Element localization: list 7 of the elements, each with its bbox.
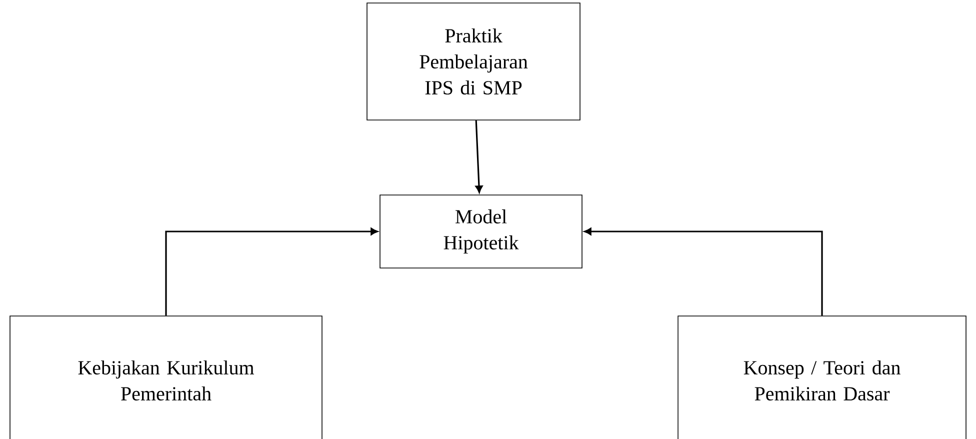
process-box: Model Hipotetik xyxy=(380,194,582,268)
arrow xyxy=(475,120,483,193)
process-box: Praktik Pembelajaran IPS di SMP xyxy=(366,2,580,120)
arrow xyxy=(584,228,823,316)
arrow xyxy=(165,228,378,316)
process-box: Konsep / Teori dan Pemikiran Dasar xyxy=(678,316,966,439)
process-box: Kebijakan Kurikulum Pemerintah xyxy=(10,316,322,439)
